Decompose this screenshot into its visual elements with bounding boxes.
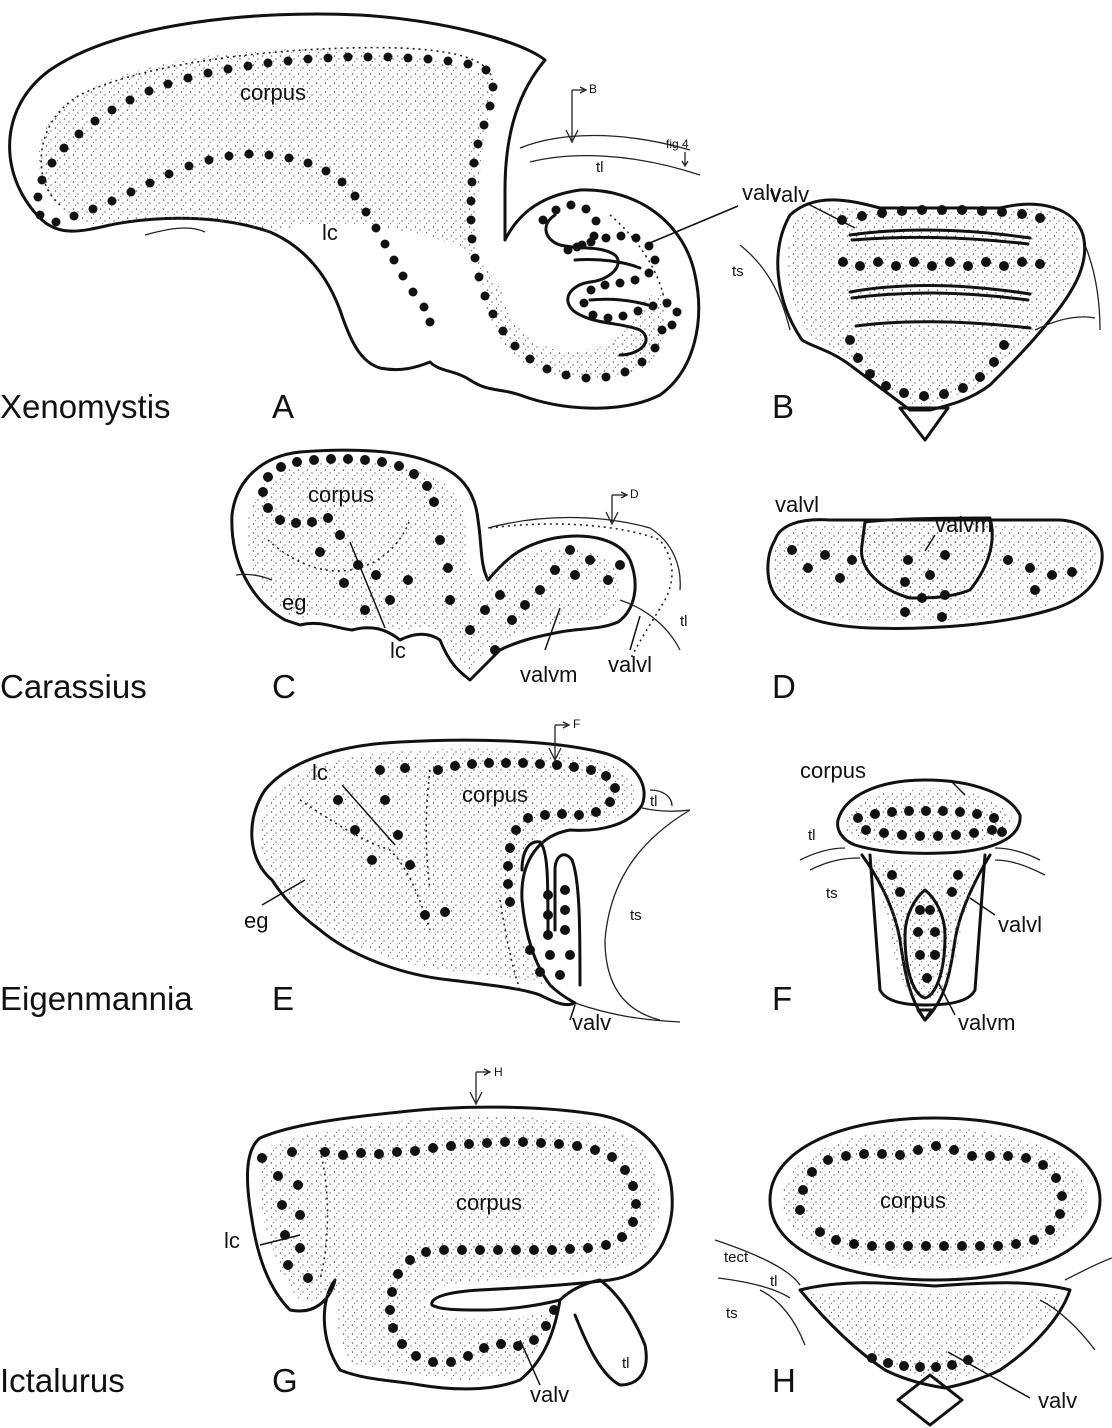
panel-d-valvm-label: valvm (935, 512, 992, 537)
species-label-eigenmannia: Eigenmannia (0, 980, 193, 1017)
panel-a-drawing (10, 14, 738, 408)
section-marker-b: B (589, 82, 597, 96)
panel-d-valvl-label: valvl (775, 492, 819, 517)
panel-a-lc-label: lc (322, 220, 338, 245)
species-label-carassius: Carassius (0, 668, 147, 705)
panel-f-tl-label: tl (808, 827, 816, 844)
species-label-ictalurus: Ictalurus (0, 1362, 125, 1399)
panel-g-valv-label: valv (530, 1382, 569, 1407)
panel-c-eg-label: eg (282, 590, 306, 615)
panel-a-tl-label: tl (596, 159, 604, 176)
panel-letter-g: G (272, 1362, 298, 1399)
panel-e-ts-label: ts (630, 907, 642, 924)
panel-letter-h: H (772, 1362, 796, 1399)
panel-c-corpus-label: corpus (308, 482, 374, 507)
panel-b-valv-label: valv (770, 182, 809, 207)
panel-c-lc-label: lc (390, 638, 406, 663)
panel-h-valv-label: valv (1038, 1388, 1077, 1413)
panel-f-valvm-label: valvm (958, 1010, 1015, 1035)
panel-h-tl-label: tl (770, 1273, 778, 1290)
panel-letter-c: C (272, 668, 296, 705)
panel-g-corpus-label: corpus (456, 1190, 522, 1215)
panel-c-valvm-label: valvm (520, 662, 577, 687)
section-marker-f: F (573, 717, 580, 731)
section-marker-h: H (494, 1065, 503, 1079)
panel-f-valvl-label: valvl (998, 912, 1042, 937)
panel-b-ts-label: ts (732, 263, 744, 280)
panel-g-tl-label: tl (622, 1355, 630, 1372)
panel-e-lc-label: lc (312, 760, 328, 785)
panel-letter-a: A (272, 388, 294, 425)
section-marker-d: D (630, 487, 639, 501)
panel-letter-f: F (772, 980, 792, 1017)
panel-a-corpus-label: corpus (240, 80, 306, 105)
panel-c-drawing (232, 450, 680, 680)
panel-h-tect-label: tect (724, 1249, 749, 1266)
panel-letter-e: E (272, 980, 294, 1017)
panel-e-tl-label: tl (650, 793, 658, 810)
panel-f-ts-label: ts (826, 885, 838, 902)
panel-e-valv-label: valv (572, 1010, 611, 1035)
species-label-xenomystis: Xenomystis (0, 388, 171, 425)
fig-4-reference: fig 4 (666, 137, 689, 151)
panel-letter-b: B (772, 388, 794, 425)
panel-g-drawing (247, 1069, 672, 1389)
panel-h-corpus-label: corpus (880, 1188, 946, 1213)
panel-h-ts-label: ts (726, 1305, 738, 1322)
panel-letter-d: D (772, 668, 796, 705)
panel-c-tl-label: tl (680, 613, 688, 630)
panel-e-corpus-label: corpus (462, 782, 528, 807)
panel-g-lc-label: lc (224, 1228, 240, 1253)
panel-e-eg-label: eg (244, 908, 268, 933)
panel-c-valvl-label: valvl (608, 652, 652, 677)
panel-f-corpus-label: corpus (800, 758, 866, 783)
